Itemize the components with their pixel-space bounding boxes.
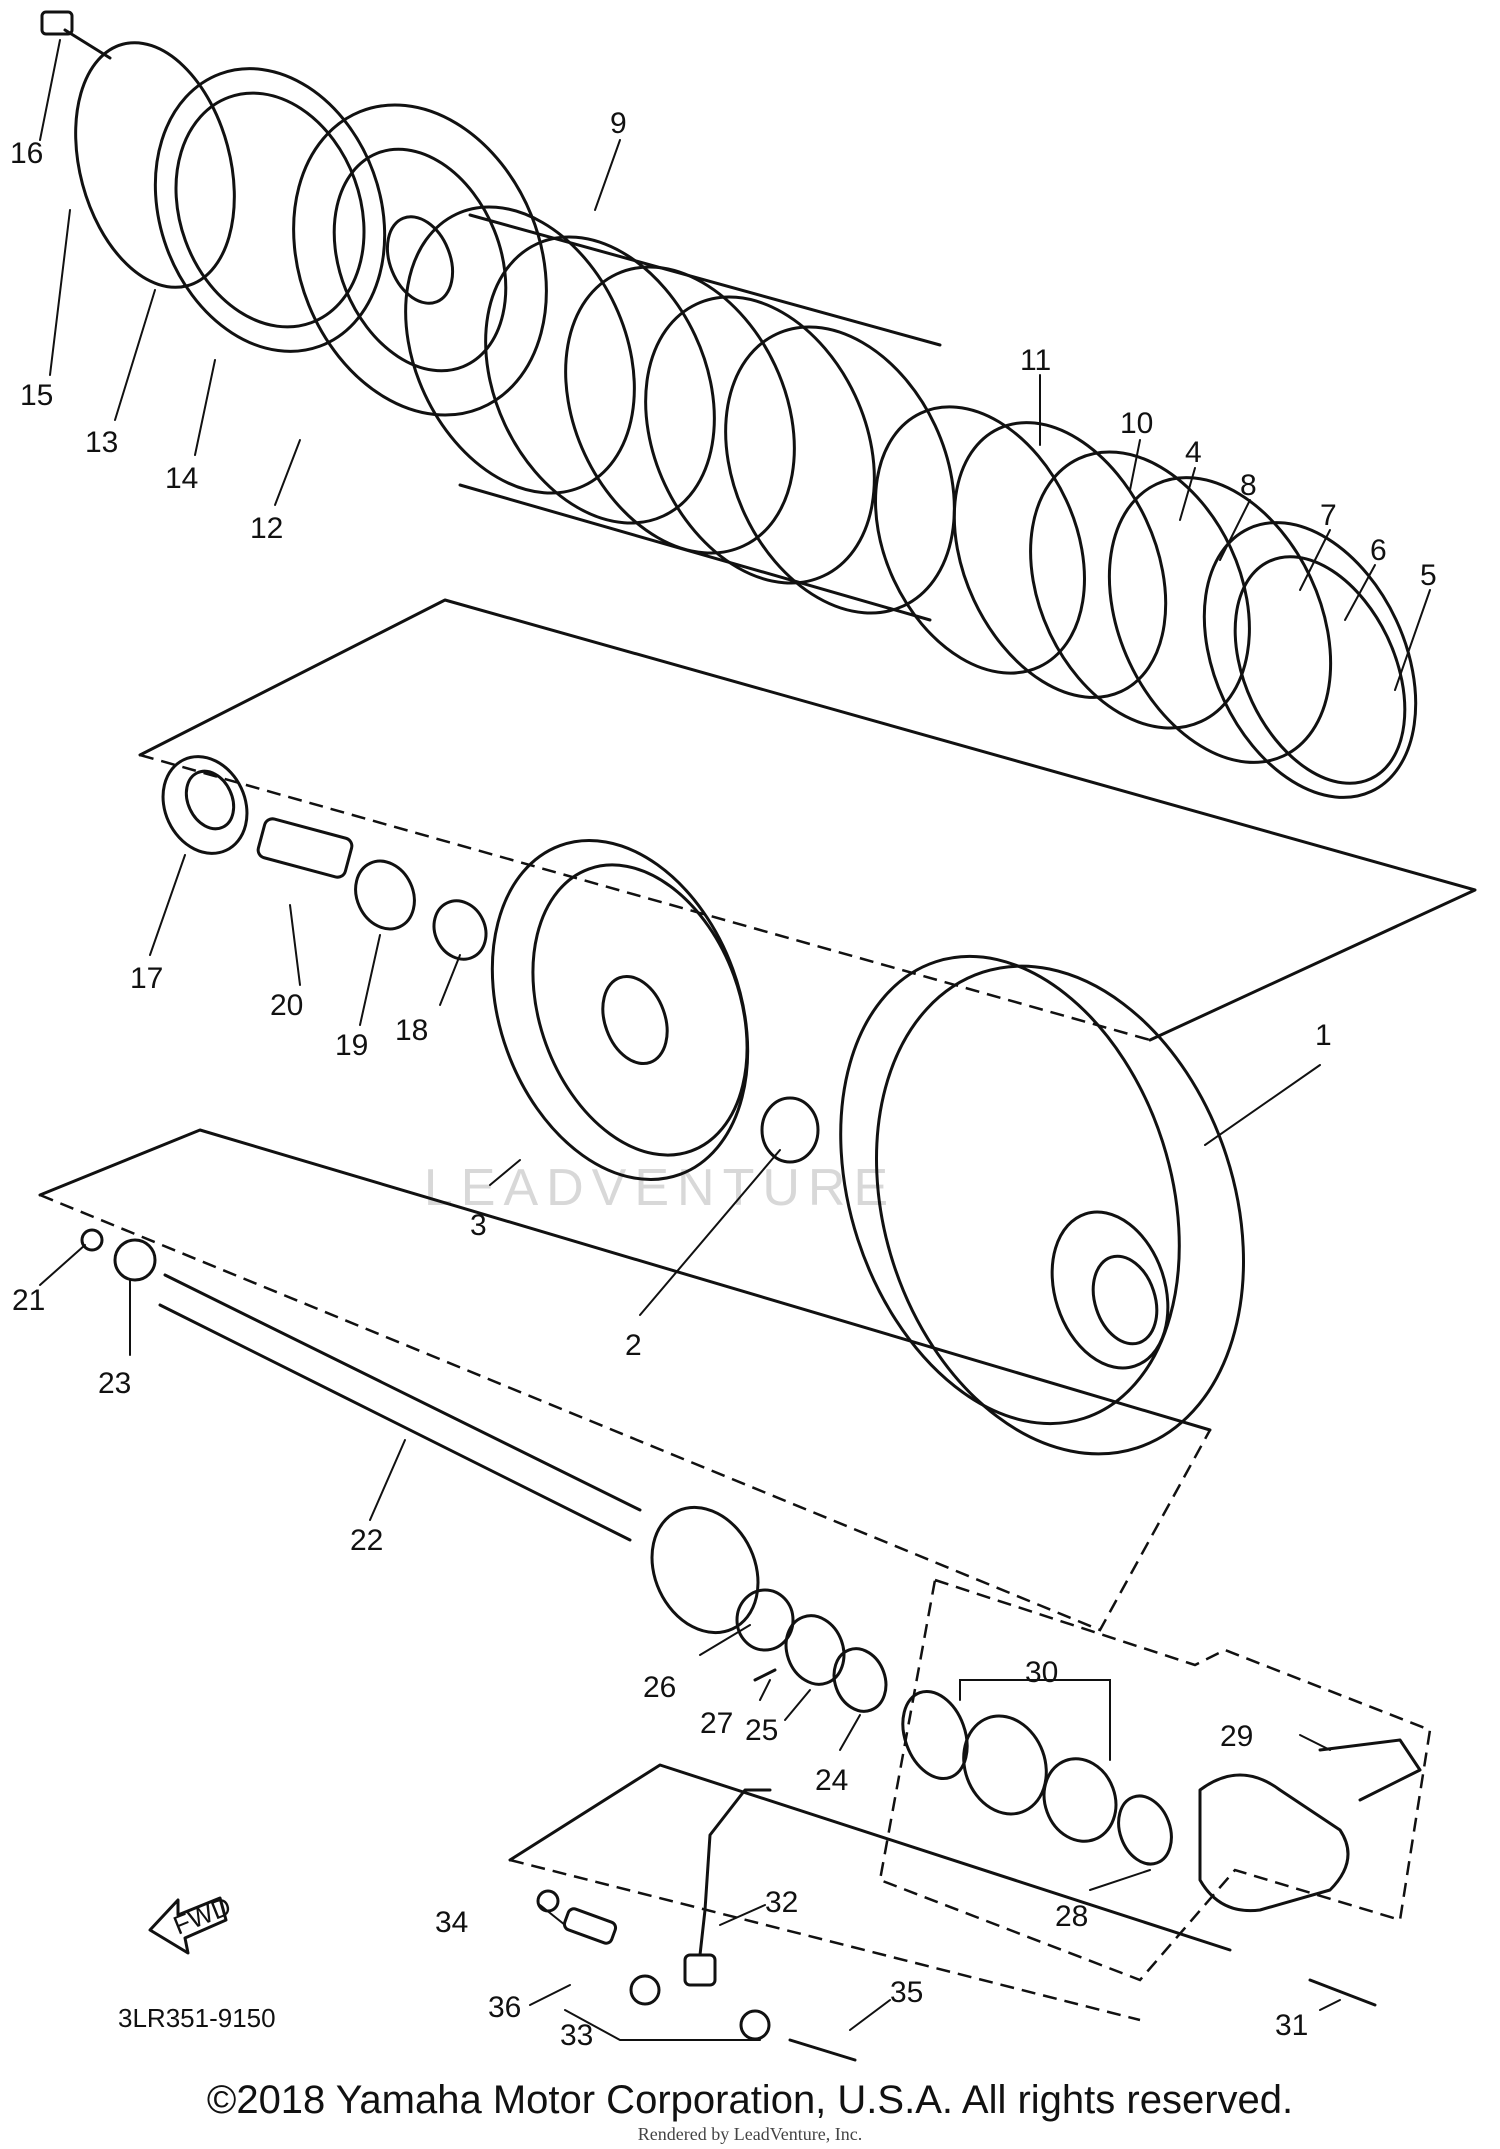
part-label: 31 bbox=[1275, 2009, 1308, 2042]
release-cylinder bbox=[901, 1689, 1422, 2007]
watermark: LEADVENTURE bbox=[424, 1159, 896, 1217]
part-label: 3 bbox=[470, 1209, 487, 1242]
part-label: 25 bbox=[745, 1714, 778, 1747]
part-label: 9 bbox=[610, 107, 627, 140]
part-label: 20 bbox=[270, 989, 303, 1022]
part-number-labels: 1 2 3 4 5 6 7 8 9 10 11 12 13 14 15 16 1… bbox=[10, 107, 1437, 2052]
part-label: 16 bbox=[10, 137, 43, 170]
part-label: 13 bbox=[85, 426, 118, 459]
part-label: 2 bbox=[625, 1329, 642, 1362]
part-label: 35 bbox=[890, 1976, 923, 2009]
part-label: 26 bbox=[643, 1671, 676, 1704]
part-label: 27 bbox=[700, 1707, 733, 1740]
part-label: 19 bbox=[335, 1029, 368, 1062]
part-label: 14 bbox=[165, 462, 198, 495]
push-rod-shaft bbox=[80, 1228, 760, 1635]
part-label: 8 bbox=[1240, 469, 1257, 502]
diagram-code: 3LR351-9150 bbox=[118, 2003, 276, 2033]
part-label: 5 bbox=[1420, 559, 1437, 592]
part-label: 1 bbox=[1315, 1019, 1332, 1052]
part-label: 10 bbox=[1120, 407, 1153, 440]
part-label: 12 bbox=[250, 512, 283, 545]
copyright-notice: ©2018 Yamaha Motor Corporation, U.S.A. A… bbox=[206, 2078, 1294, 2122]
part-label: 32 bbox=[765, 1886, 798, 1919]
part-label: 33 bbox=[560, 2019, 593, 2052]
part-label: 28 bbox=[1055, 1900, 1088, 1933]
part-label: 24 bbox=[815, 1764, 848, 1797]
part-label: 7 bbox=[1320, 499, 1337, 532]
part-label: 21 bbox=[12, 1284, 45, 1317]
rendered-by-notice: Rendered by LeadVenture, Inc. bbox=[637, 2124, 863, 2144]
part-label: 4 bbox=[1185, 436, 1202, 469]
part-label: 17 bbox=[130, 962, 163, 995]
part-label: 18 bbox=[395, 1014, 428, 1047]
fwd-label: FWD bbox=[169, 1891, 235, 1941]
hose-and-bolts bbox=[536, 1788, 857, 2062]
clutch-plate-stack bbox=[404, 205, 956, 622]
cover-assembly bbox=[40, 10, 548, 417]
pressure-plate-group bbox=[874, 405, 1418, 799]
bearing-pushrod-parts bbox=[161, 755, 488, 961]
primary-driven-gear bbox=[490, 839, 820, 1181]
seal-parts bbox=[735, 1588, 888, 1713]
part-label: 15 bbox=[20, 379, 53, 412]
leader-lines bbox=[39, 39, 1431, 2041]
part-label: 34 bbox=[435, 1906, 468, 1939]
part-label: 36 bbox=[488, 1991, 521, 2024]
clutch-housing bbox=[839, 954, 1245, 1456]
group-frames bbox=[38, 598, 1477, 2022]
part-label: 11 bbox=[1020, 344, 1051, 377]
part-label: 22 bbox=[350, 1524, 383, 1557]
part-label: 23 bbox=[98, 1367, 131, 1400]
part-label: 30 bbox=[1025, 1656, 1058, 1689]
fwd-arrow-icon: FWD bbox=[148, 1891, 235, 1955]
part-label: 29 bbox=[1220, 1720, 1253, 1753]
part-label: 6 bbox=[1370, 534, 1387, 567]
